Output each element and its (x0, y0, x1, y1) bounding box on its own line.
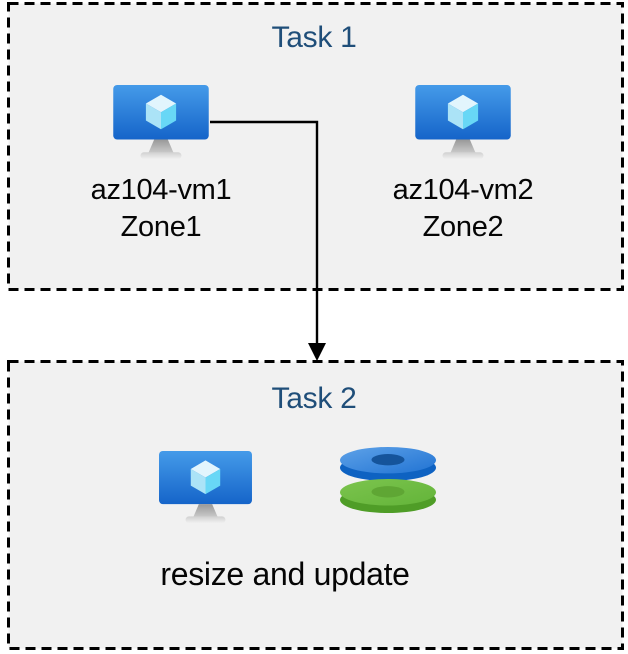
vm-label: az104-vm2 Zone2 (393, 172, 534, 246)
resize-update-label: resize and update (160, 556, 410, 592)
vm-node-az104-vm1: az104-vm1 Zone1 (66, 84, 256, 246)
vm-zone-label: Zone2 (422, 211, 504, 243)
vm-label: az104-vm1 Zone1 (91, 172, 232, 246)
task2-title: Task 2 (271, 382, 357, 415)
vm-zone-label: Zone1 (120, 211, 202, 243)
task1-title: Task 1 (271, 21, 357, 54)
connector-arrowhead-icon (308, 343, 326, 361)
vm-node-az104-vm2: az104-vm2 Zone2 (368, 84, 558, 246)
azure-virtual-machine-icon (414, 84, 512, 160)
azure-virtual-machine-icon (112, 84, 210, 160)
azure-virtual-machine-icon (158, 450, 253, 524)
vm-name-label: az104-vm2 (392, 174, 534, 206)
vm-name-label: az104-vm1 (90, 174, 232, 206)
azure-disks-icon (338, 446, 438, 514)
